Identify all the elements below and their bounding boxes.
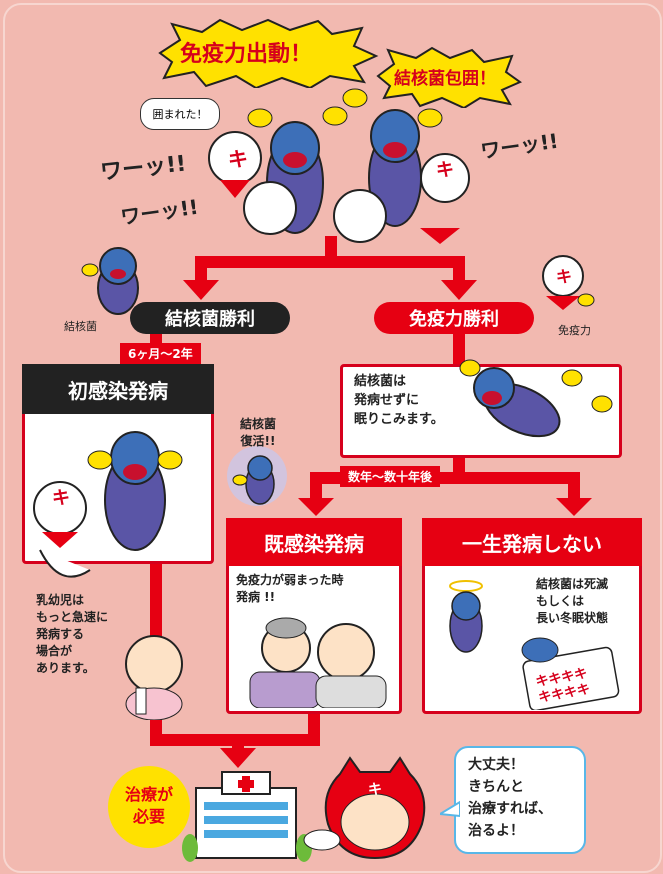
pill-bacteria-wins: 結核菌勝利 bbox=[130, 302, 290, 334]
svg-text:キ: キ bbox=[436, 160, 454, 181]
connector-bottom-stem bbox=[232, 734, 244, 752]
bubble-tail-icon bbox=[440, 800, 460, 818]
dormant-text: 結核菌は 発病せずに 眠りこみます。 bbox=[354, 374, 444, 427]
arrow-right-down-icon bbox=[441, 280, 477, 300]
hospital-icon bbox=[182, 771, 312, 862]
latent-text: 免疫力が弱まった時 発病 !! bbox=[236, 573, 344, 604]
arrow-never-down-icon bbox=[556, 498, 592, 516]
connector-right-down bbox=[453, 256, 465, 284]
time-label-mid: 数年〜数十年後 bbox=[340, 466, 441, 487]
immune-character-small: キ bbox=[542, 255, 595, 310]
burst-sub-text: 結核菌包囲！ bbox=[394, 69, 496, 89]
bacteria-character-small bbox=[81, 247, 139, 315]
infant-note: 乳幼児は もっと急速に 発病する 場合が あります。 bbox=[36, 593, 109, 675]
box-latent-title: 既感染発病 bbox=[226, 518, 402, 566]
dead-sleeping-bacteria-illustration: キキキキ キキキキ bbox=[449, 580, 620, 710]
treatment-text: 治療が 必要 bbox=[124, 785, 173, 826]
page-frame bbox=[3, 3, 662, 873]
pill-immunity-wins: 免疫力勝利 bbox=[374, 302, 534, 334]
arrow-left-down-icon bbox=[183, 280, 219, 300]
svg-text:キ: キ bbox=[228, 147, 248, 171]
infant-illustration bbox=[125, 635, 183, 720]
bubble-reassurance-text: 大丈夫！ きちんと 治療すれば、 治るよ！ bbox=[468, 757, 552, 839]
label-bacteria: 結核菌 bbox=[64, 320, 97, 333]
revival-text: 結核菌 復活!! bbox=[240, 417, 277, 448]
burst-main-text: 免疫力出動！ bbox=[180, 42, 313, 67]
treatment-circle bbox=[108, 766, 190, 848]
svg-text:キ: キ bbox=[368, 782, 382, 798]
initial-infection-illustration: キ bbox=[33, 431, 183, 578]
connector-right-vertical bbox=[453, 334, 465, 364]
label-immunity: 免疫力 bbox=[558, 324, 591, 337]
connector-latent-to-bottom bbox=[308, 714, 320, 746]
connector-mid-left bbox=[310, 472, 322, 502]
burst-shape-main bbox=[158, 18, 379, 88]
battle-characters-illustration: キ キ bbox=[208, 88, 470, 244]
box-never-title: 一生発病しない bbox=[422, 518, 642, 566]
box-initial-title: 初感染発病 bbox=[22, 364, 214, 414]
svg-text:キ: キ bbox=[556, 267, 572, 286]
mascot-character: キ bbox=[303, 756, 426, 860]
bubble-reassurance bbox=[454, 746, 586, 854]
connector-left-down bbox=[195, 256, 207, 284]
svg-text:キ: キ bbox=[52, 488, 70, 509]
arrow-bottom-down-icon bbox=[220, 748, 256, 768]
arrow-latent-down-icon bbox=[298, 498, 334, 516]
never-text: 結核菌は死滅 もしくは 長い冬眠状態 bbox=[536, 577, 609, 625]
time-label-left: 6ヶ月〜2年 bbox=[120, 343, 201, 364]
speech-bubble-surrounded: 囲まれた！ bbox=[140, 98, 220, 130]
burst-shape-sub bbox=[376, 46, 522, 108]
elderly-couple-illustration bbox=[249, 617, 387, 708]
revival-bacteria-icon bbox=[227, 446, 287, 506]
connector-mid-right bbox=[568, 472, 580, 502]
connector-top-stem bbox=[325, 236, 337, 266]
sleeping-bacteria-illustration bbox=[459, 359, 613, 438]
